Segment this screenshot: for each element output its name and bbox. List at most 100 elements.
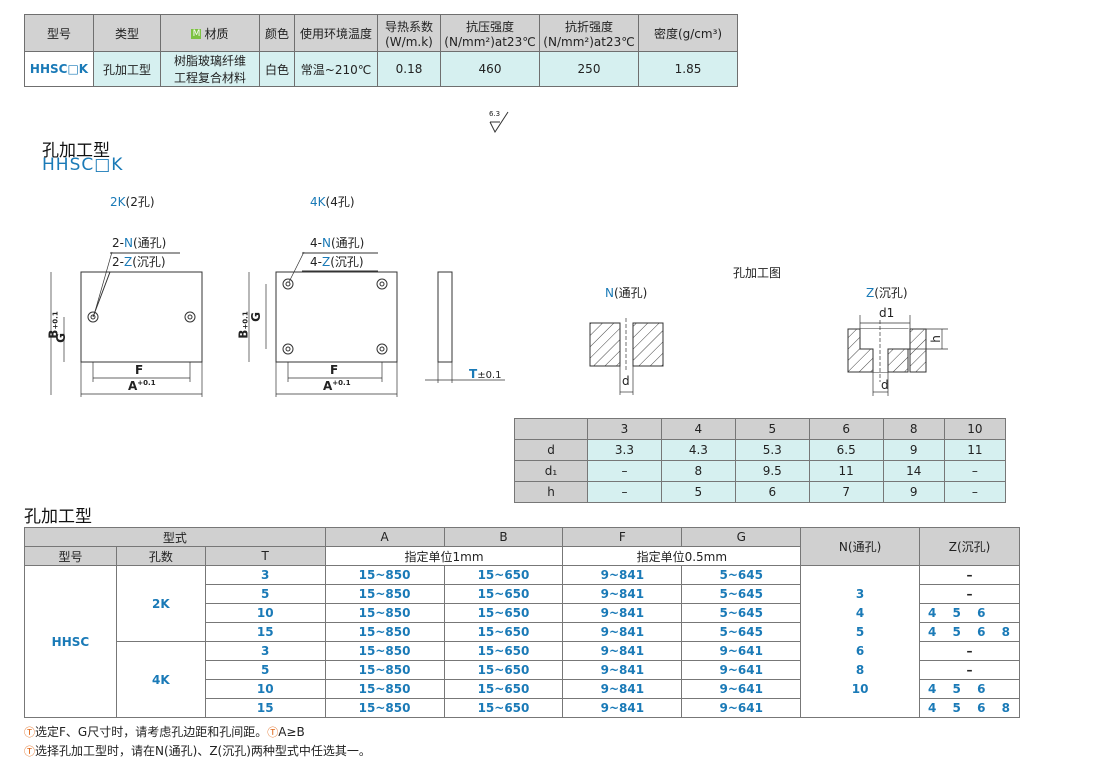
spec-cell-z: 4 5 6 [919, 679, 1020, 699]
spec-holes: 2K [115, 565, 206, 642]
spec-cell-z: – [919, 641, 1020, 661]
spec-cell-f: 9~841 [562, 584, 683, 604]
plate-2k [80, 271, 203, 363]
spec-cell-b: 15~650 [443, 622, 564, 642]
spec-h-unit05: 指定单位0.5mm [562, 546, 802, 566]
hole-cell: – [943, 460, 1007, 482]
hole-d-label-z: d [881, 378, 889, 392]
spec-cell-g: 5~645 [681, 603, 802, 623]
plate-drawings [50, 251, 505, 397]
roughness-value: 6.3 [489, 110, 501, 118]
spec-cell-a: 15~850 [324, 660, 445, 680]
spec-cell-t: 5 [204, 584, 326, 604]
hole-col: 8 [882, 418, 945, 440]
hole-col: 3 [587, 418, 662, 440]
note-icon: Ⓣ [267, 726, 279, 739]
spec-h-model: 型号 [24, 546, 117, 566]
spec-cell-a: 15~850 [324, 679, 445, 699]
hole-drawing-title: 孔加工图 [733, 266, 782, 280]
hole-d-label: d [622, 374, 630, 388]
note-2: Ⓣ选择孔加工型时，请在N(通孔)、Z(沉孔)两种型式中任选其一。 [24, 744, 371, 758]
spec-model: HHSC [24, 565, 117, 718]
roughness-symbol: 6.3 [488, 110, 518, 136]
hole-2k-left [87, 311, 99, 323]
mat-color: 白色 [259, 51, 295, 87]
hole-sections [589, 315, 948, 396]
m-badge-icon: M [191, 29, 202, 39]
callout-4k-n: 4-N(通孔) [310, 236, 365, 250]
spec-cell-z: – [919, 584, 1020, 604]
section-code: HHSC□K [42, 155, 124, 175]
hole-col: 4 [660, 418, 736, 440]
spec-holes: 4K [115, 641, 206, 718]
spec-cell-n: 10 [800, 679, 921, 699]
spec-cell-a: 15~850 [324, 565, 445, 585]
mat-compressive: 460 [440, 51, 540, 87]
mat-h-model: 型号 [24, 14, 94, 52]
spec-cell-a: 15~850 [324, 622, 445, 642]
hole-col: 5 [734, 418, 810, 440]
hole-cell: 9 [882, 439, 945, 461]
mat-flexural: 250 [539, 51, 639, 87]
spec-h-a: A [324, 527, 445, 547]
spec-cell-g: 9~641 [681, 641, 802, 661]
hole-cell: – [587, 481, 662, 503]
mat-h-compressive: 抗压强度(N/mm²)at23℃ [440, 14, 540, 52]
spec-h-b: B [443, 527, 564, 547]
mat-h-flexural: 抗折强度(N/mm²)at23℃ [539, 14, 639, 52]
hole-cell: 5.3 [734, 439, 810, 461]
hole-cell: 7 [808, 481, 884, 503]
spec-cell-t: 3 [204, 641, 326, 661]
spec-cell-b: 15~650 [443, 565, 564, 585]
spec-cell-t: 3 [204, 565, 326, 585]
hole-cell: 5 [660, 481, 736, 503]
mat-type: 孔加工型 [93, 51, 161, 87]
mat-h-temp: 使用环境温度 [294, 14, 378, 52]
dim-a-4k: A+0.1 [323, 379, 351, 393]
spec-cell-f: 9~841 [562, 565, 683, 585]
spec-cell-n: 4 [800, 603, 921, 623]
spec-cell-n: 5 [800, 622, 921, 642]
note-icon: Ⓣ [24, 726, 35, 739]
spec-h-unit1: 指定单位1mm [324, 546, 564, 566]
spec-cell-t: 15 [204, 698, 326, 718]
section-title: 孔加工型 [42, 141, 110, 161]
dim-g-4k: G [248, 312, 263, 322]
spec-cell-b: 15~650 [443, 641, 564, 661]
dim-t: T±0.1 [469, 367, 502, 381]
spec-h-form: 型式 [24, 527, 326, 547]
mat-h-conductivity: 导热系数(W/m.k) [377, 14, 441, 52]
spec-cell-n: 6 [800, 641, 921, 661]
spec-h-z: Z(沉孔) [919, 527, 1020, 566]
spec-cell-f: 9~841 [562, 622, 683, 642]
spec-cell-z: 4 5 6 8 [919, 698, 1020, 718]
callout-2k-z: 2-Z(沉孔) [112, 255, 166, 269]
spec-h-g: G [681, 527, 802, 547]
hole-h-label: h [928, 335, 943, 343]
hole-d1-label: d1 [879, 306, 895, 320]
spec-h-f: F [562, 527, 683, 547]
hole-cell: 8 [660, 460, 736, 482]
hole-size-table: 3 4 5 6 8 10 d 3.3 4.3 5.3 6.5 9 11 d₁ –… [514, 418, 1007, 503]
callout-2k-n: 2-N(通孔) [112, 236, 167, 250]
mat-temp: 常温~210℃ [294, 51, 378, 87]
hole-cell: 3.3 [587, 439, 662, 461]
spec-cell-n: 8 [800, 660, 921, 680]
roughness-icon [489, 111, 509, 134]
spec-cell-t: 15 [204, 622, 326, 642]
spec-cell-g: 5~645 [681, 584, 802, 604]
mat-h-color: 颜色 [259, 14, 295, 52]
spec-section-title: 孔加工型 [24, 507, 92, 527]
mat-conductivity: 0.18 [377, 51, 441, 87]
hole-cell: 6 [734, 481, 810, 503]
hole-cell: 14 [882, 460, 945, 482]
note-icon: Ⓣ [24, 745, 35, 758]
spec-cell-g: 5~645 [681, 565, 802, 585]
